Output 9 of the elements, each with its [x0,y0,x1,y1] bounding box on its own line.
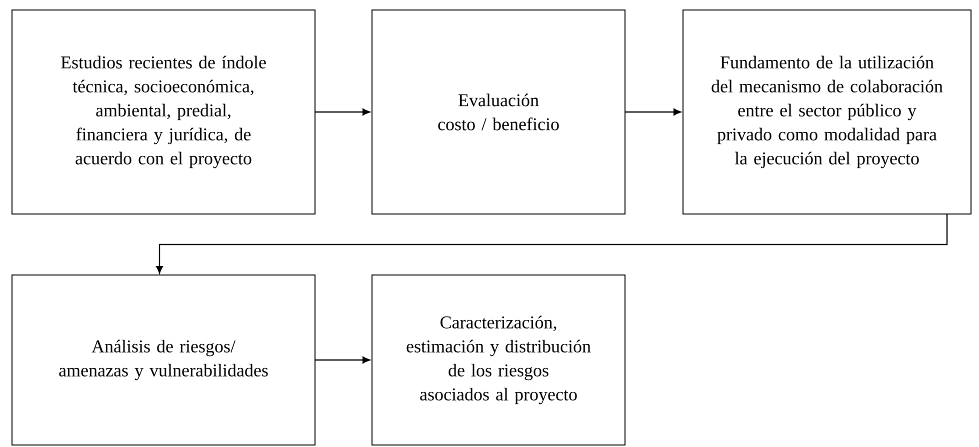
process-box: Evaluación costo / beneficio [372,10,626,214]
arrow [156,214,948,274]
process-box: Análisis de riesgos/ amenazas y vulnerabilidades [12,274,316,446]
arrow [316,356,370,364]
process-box: Fundamento de la utilización del mecanismo de colaboración entre el sector público y privado como modalidad para la ejecución del proyecto [682,10,972,214]
process-box: Estudios recientes de índole técnica, socioeconómica, ambiental, predial, financiera y jurídica, de acuerdo con el proyecto [12,10,316,214]
arrow [626,108,681,116]
process-box: Caracterización, estimación y distribución de los riesgos asociados al proyecto [372,274,626,446]
arrow [316,108,370,116]
